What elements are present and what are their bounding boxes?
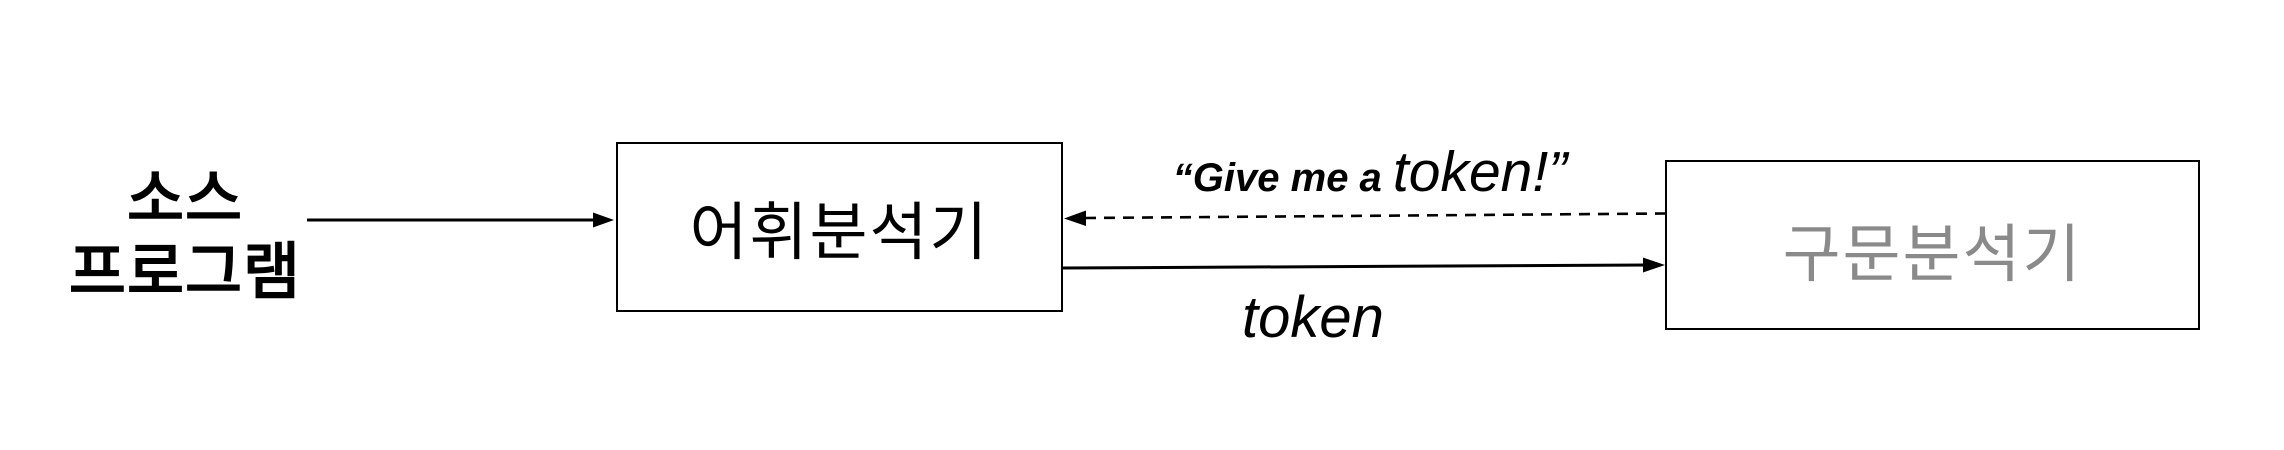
parser-box-label: 구문분석기	[1782, 219, 2083, 290]
lexer-box-label: 어휘분석기	[689, 197, 990, 268]
token-arrow-label: token	[1242, 285, 1384, 350]
source-to-lexer-arrow	[307, 212, 614, 228]
request-arrow-label-small: “Give me a	[1172, 156, 1393, 200]
request-arrow-label: “Give me a token!”	[1080, 144, 1660, 215]
lexer-box: 어휘분석기	[616, 142, 1063, 312]
source-to-lexer-arrowhead-icon	[593, 212, 614, 228]
request-arrow-label-large: token!”	[1392, 140, 1568, 204]
lexer-to-parser-arrowhead-icon	[1643, 257, 1665, 273]
source-program-label-line2: 프로그램	[68, 238, 302, 307]
source-program-label: 소스 프로그램	[33, 163, 337, 309]
source-program-label-line1: 소스	[126, 165, 244, 234]
lexer-to-parser-arrow-line	[1062, 263, 1650, 270]
lexer-to-parser-arrow	[1062, 257, 1665, 273]
parser-box: 구문분석기	[1665, 160, 2200, 330]
